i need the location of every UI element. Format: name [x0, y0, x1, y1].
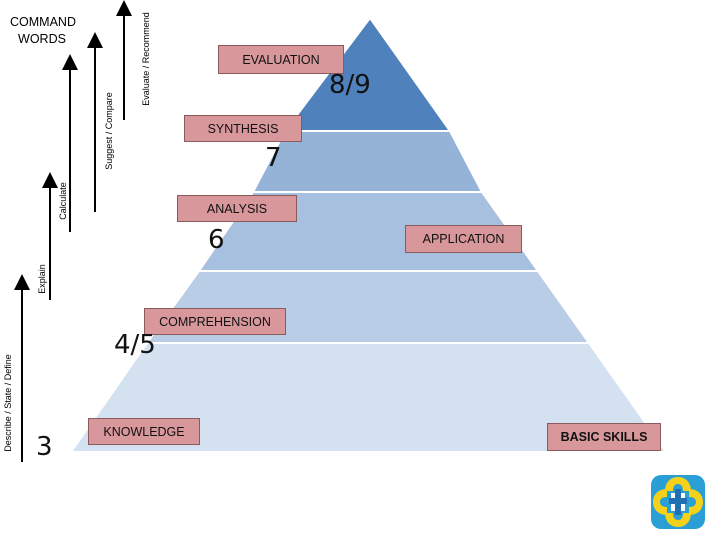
grade-analysis: 6	[208, 225, 225, 255]
grade-top: 8/9	[329, 70, 371, 100]
level-synthesis: SYNTHESIS	[184, 115, 302, 142]
level-application: APPLICATION	[405, 225, 522, 253]
cross-emblem-icon	[651, 475, 705, 529]
grade-comprehension: 4/5	[114, 330, 156, 360]
arrow-label-evaluate: Evaluate / Recommend	[141, 12, 151, 106]
grade-knowledge: 3	[36, 432, 53, 462]
arrow-label-calculate: Calculate	[58, 182, 68, 220]
grade-synthesis: 7	[265, 143, 282, 173]
level-basic-skills: BASIC SKILLS	[547, 423, 661, 451]
arrow-label-describe: Describe / State / Define	[3, 354, 13, 452]
level-evaluation: EVALUATION	[218, 45, 344, 74]
arrow-label-suggest: Suggest / Compare	[104, 92, 114, 170]
pyramid-tier-evaluation	[282, 16, 452, 132]
level-comprehension: COMPREHENSION	[144, 308, 286, 335]
level-analysis: ANALYSIS	[177, 195, 297, 222]
arrow-label-explain: Explain	[37, 264, 47, 294]
level-knowledge: KNOWLEDGE	[88, 418, 200, 445]
command-words-title: COMMAND WORDS	[10, 15, 76, 46]
